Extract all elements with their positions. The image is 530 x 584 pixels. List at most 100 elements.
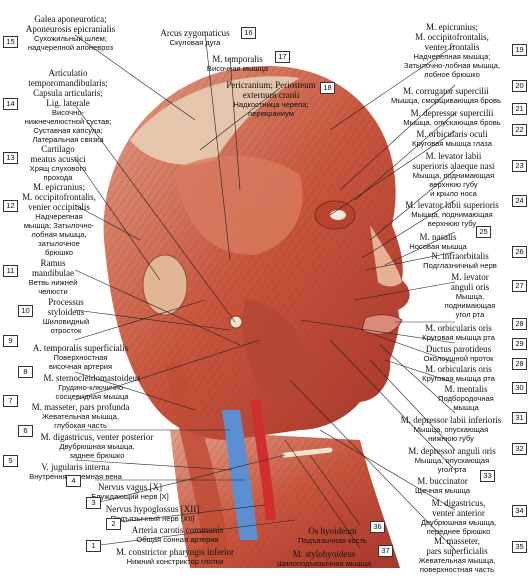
latin-name: M. temporalis — [212, 54, 263, 64]
russian-name: Блуждающий нерв [X] — [91, 492, 169, 501]
russian-name: Околоушной проток — [423, 354, 494, 363]
latin-name: M. epicranius; M. occipitofrontalis, ven… — [415, 22, 489, 52]
latin-name: Arcus zygomaticus — [160, 28, 230, 38]
russian-name: Подглазничный нерв — [423, 261, 497, 270]
label-number: 16 — [241, 27, 256, 39]
russian-name: Двубрюшная мышца, заднее брюшко — [59, 442, 135, 460]
russian-name: Общая сонная артерия — [136, 535, 219, 544]
russian-name: Носовая мышца — [409, 242, 467, 251]
label-number: 36 — [370, 521, 385, 533]
russian-name: Надчерепная мышца; Затылочно- лобная мыш… — [23, 212, 95, 257]
russian-name: Мышца, поднимающая верхнюю губу и крыло … — [412, 171, 495, 198]
leader-lines — [74, 31, 456, 551]
sternocleidomastoid — [165, 360, 230, 560]
label-n-infraorbitalis: N. infraorbitalis Подглазничный нерв — [408, 241, 512, 280]
label-jugularis-interna: V. jugularis interna Внутренняя яремная … — [18, 452, 133, 491]
latin-name: M. depressor supercilii — [410, 108, 494, 118]
label-depressor-anguli-oris: M. depressor anguli oris Мышца, опускающ… — [392, 436, 512, 484]
label-venter-occipitalis: M. epicranius; M. occipitofrontalis, ven… — [18, 172, 100, 267]
russian-name: Двубрюшная мышца, переднее брюшко — [420, 518, 497, 536]
label-levator-anguli-oris: M. levator anguli oris Мышца, поднимающа… — [428, 262, 512, 329]
label-number: 12 — [3, 200, 18, 212]
anatomy-diagram: 15 Galea aponeurotica; Aponeurosis epicr… — [3, 4, 527, 574]
russian-name: Мышца, опускающая бровь — [403, 118, 501, 127]
label-number: 24 — [512, 195, 527, 207]
label-number: 37 — [378, 545, 393, 557]
label-number: 1 — [86, 540, 101, 552]
latin-name: M. nasalis — [419, 232, 457, 242]
temporalis-muscle — [175, 155, 303, 255]
latin-name: M. corrugator supercilii — [403, 86, 489, 96]
latin-name: Nervus hypoglossus [XII] — [105, 504, 200, 514]
russian-name: Круговая мышца рта — [422, 333, 495, 342]
latin-name: M. orbicularis oculi — [416, 129, 488, 139]
ear-cartilage — [142, 254, 188, 316]
latin-name: M. mentalis — [444, 384, 488, 394]
latin-name: V. jugularis interna — [41, 462, 110, 472]
label-number: 19 — [512, 44, 527, 56]
label-carotis-communis: Arteria carotis communis Общая сонная ар… — [120, 515, 235, 554]
latin-name: M. orbicularis oris — [425, 364, 492, 374]
label-number: 6 — [18, 425, 33, 437]
hyoid-bone — [282, 447, 333, 458]
label-m-nasalis: M. nasalis Носовая мышца — [400, 222, 476, 261]
latin-name: M. epicranius; M. occipitofrontalis, ven… — [22, 182, 96, 212]
neck-fibers — [170, 430, 400, 568]
label-nervus-hypoglossus: Nervus hypoglossus [XII] Подъязычный нер… — [100, 494, 205, 533]
label-number: 32 — [512, 443, 527, 455]
latin-name: Os hyoideum — [308, 526, 357, 536]
latin-name: M. masseter, pars profunda — [31, 402, 130, 412]
nose — [370, 225, 402, 287]
label-number: 30 — [512, 382, 527, 394]
russian-name: Жевательная мышца, глубокая часть — [42, 412, 119, 430]
label-number: 5 — [3, 455, 18, 467]
latin-name: N. infraorbitalis — [431, 251, 489, 261]
russian-name: Внутренняя яремная вена — [29, 472, 122, 481]
label-number: 25 — [476, 226, 491, 238]
label-number: 29 — [512, 338, 527, 350]
label-digastricus-posterior: M. digastricus, venter posterior Двубрюш… — [32, 422, 162, 470]
label-number: 3 — [86, 497, 101, 509]
latin-name: Articulatio temporomandibularis; Capsula… — [28, 68, 108, 108]
label-galea-aponeurotica: Galea aponeurotica; Aponeurosis epicrani… — [18, 4, 123, 62]
label-processus-styloideus: Processus styloideus Шиловидный отросток — [32, 287, 100, 345]
russian-name: Надчерепная мышца; Затылочно-лобная мышц… — [403, 52, 501, 79]
latin-name: M. sternocleidomastoideus — [43, 373, 141, 383]
label-stylohyoideus: M. stylohyoideus Шилоподъязычная мышца — [270, 539, 378, 578]
label-pericranium: Pericranium; Periosteum externum cranii … — [222, 70, 320, 128]
russian-name: Мышца, сморщивающая бровь — [391, 96, 501, 105]
label-number: 8 — [18, 366, 33, 378]
label-number: 28 — [512, 358, 527, 370]
label-number: 9 — [3, 335, 18, 347]
label-number: 35 — [512, 541, 527, 553]
label-m-mentalis: M. mentalis Подбородочная мышца — [420, 374, 512, 422]
label-number: 22 — [512, 124, 527, 136]
label-m-temporalis: M. temporalis Височная мышца — [200, 44, 275, 83]
label-number: 11 — [3, 265, 18, 277]
russian-name: Надкостница черепа; перикраниум — [233, 100, 309, 118]
latin-name: M. levator labii superioris alaeque nasi — [412, 151, 495, 171]
label-temporomandibular-joint: Articulatio temporomandibularis; Capsula… — [18, 58, 118, 154]
label-orbicularis-oris-2: M. orbicularis oris Круговая мышца рта — [405, 354, 512, 393]
label-ramus-mandibulae: Ramus mandibulae Ветвь нижней челюсти — [18, 248, 88, 306]
latin-name: M. digastricus, venter anterior — [431, 498, 486, 518]
label-number: 33 — [480, 470, 495, 482]
label-orbicularis-oculi: M. orbicularis oculi Круговая мышца глаз… — [392, 119, 512, 158]
latin-name: M. levator anguli oris — [450, 272, 490, 292]
latin-name: M. orbicularis oris — [425, 323, 492, 333]
russian-name: Сухожильный шлем; надчерепной апоневроз — [27, 34, 114, 52]
masseter-muscle — [242, 300, 315, 399]
label-ductus-parotideus: Ductus parotideus Околоушной проток — [405, 334, 512, 373]
russian-name: Хрящ слухового прохода — [29, 164, 87, 182]
label-a-temporalis: A. temporalis superficialis Поверхностна… — [18, 333, 143, 381]
russian-name: Нижний констриктор глотки — [126, 557, 224, 566]
label-number: 27 — [512, 280, 527, 292]
latin-name: M. constrictor pharyngis inferior — [116, 547, 234, 557]
label-levator-labii-alaeque: M. levator labii superioris alaeque nasi… — [395, 141, 512, 208]
label-depressor-supercilii: M. depressor supercilii Мышца, опускающа… — [392, 98, 512, 137]
latin-name: M. masseter, pars superficialis — [426, 536, 488, 556]
label-orbicularis-oris: M. orbicularis oris Круговая мышца рта — [405, 313, 512, 352]
label-number: 15 — [3, 36, 18, 48]
head-muscles-illustration — [74, 31, 456, 568]
latin-name: M. levator labii superioris — [405, 200, 499, 210]
